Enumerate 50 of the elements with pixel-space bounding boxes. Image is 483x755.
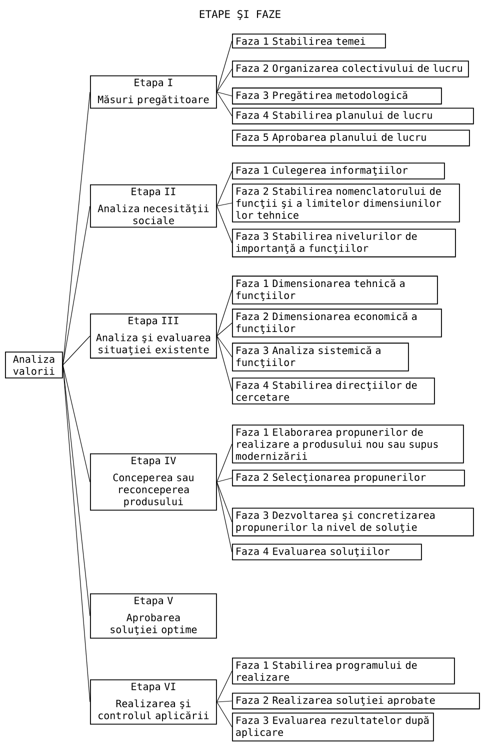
connector-line <box>62 364 90 702</box>
connector-line <box>216 336 232 358</box>
phase-box: Faza 1 Elaborarea propunerilor de realizare a produsului nou sau supus modernizării <box>232 424 464 464</box>
connector-line <box>216 482 232 522</box>
phase-box: Faza 3 Stabilirea nivelurilor de importanţă a funcţiilor <box>232 228 456 258</box>
connector-line <box>216 444 232 482</box>
connector-line <box>216 322 232 336</box>
phase-box: Faza 3 Analiza sistemică a funcţiilor <box>232 342 409 372</box>
stage-box: Etapa III Analiza şi evaluarea situaţiei existente <box>90 313 217 359</box>
stage-box: Etapa VI Realizarea şi controlul aplicării <box>90 679 217 725</box>
title: ETAPE ŞI FAZE <box>200 10 280 20</box>
connector-line <box>216 700 232 702</box>
stage-box: Etapa V Aprobarea soluţiei optime <box>90 593 217 639</box>
root-box: Analiza valorii <box>5 352 63 378</box>
connector-line <box>216 40 232 92</box>
phase-box: Faza 3 Dezvoltarea şi concretizarea propunerilor la nivel de soluţie <box>232 508 474 536</box>
connector-line <box>216 92 232 116</box>
connector-line <box>216 336 232 392</box>
phase-box: Faza 1 Stabilirea temei <box>232 34 386 48</box>
connector-line <box>216 478 232 482</box>
phase-box: Faza 2 Dimensionarea economică a funcţiilor <box>232 308 442 338</box>
connector-line <box>216 170 232 206</box>
connector-line <box>216 670 232 702</box>
phase-box: Faza 3 Pregătirea metodologică <box>232 88 442 104</box>
connector-line <box>216 290 232 336</box>
connector-line <box>216 482 232 552</box>
phase-box: Faza 4 Evaluarea soluţiilor <box>232 544 422 560</box>
connector-line <box>62 364 90 482</box>
phase-box: Faza 3 Evaluarea rezultatelor după aplicare <box>232 712 434 742</box>
connector-line <box>62 206 90 366</box>
phase-box: Faza 4 Stabilirea planului de lucru <box>232 108 474 124</box>
phase-box: Faza 4 Stabilirea direcţiilor de cercetare <box>232 378 435 404</box>
phase-box: Faza 5 Aprobarea planului de lucru <box>232 130 470 146</box>
phase-box: Faza 1 Stabilirea programului de realizare <box>232 658 455 684</box>
connector-line <box>216 702 232 728</box>
connector-line <box>216 206 232 244</box>
connector-line <box>216 68 232 92</box>
connector-line <box>216 92 232 96</box>
phase-box: Faza 2 Organizarea colectivului de lucru <box>232 60 469 78</box>
connector-line <box>62 336 90 366</box>
stage-box: Etapa IV Conceperea sau reconceperea produsului <box>90 453 217 511</box>
phase-box: Faza 1 Dimensionarea tehnică a funcţiilor <box>232 276 438 304</box>
phase-box: Faza 2 Selecţionarea propunerilor <box>232 470 465 486</box>
connector-line <box>216 202 232 206</box>
phase-box: Faza 2 Realizarea soluţiei aprobate <box>232 692 480 710</box>
stage-box: Etapa I Măsuri pregătitoare <box>90 75 217 109</box>
phase-box: Faza 1 Culegerea informaţiilor <box>232 162 445 180</box>
stage-box: Etapa II Analiza necesităţii sociale <box>90 184 217 228</box>
phase-box: Faza 2 Stabilirea nomenclatorului de funcţii şi a limitelor dimensiunilor lor tehnice <box>232 184 460 222</box>
connector-line <box>62 92 90 366</box>
